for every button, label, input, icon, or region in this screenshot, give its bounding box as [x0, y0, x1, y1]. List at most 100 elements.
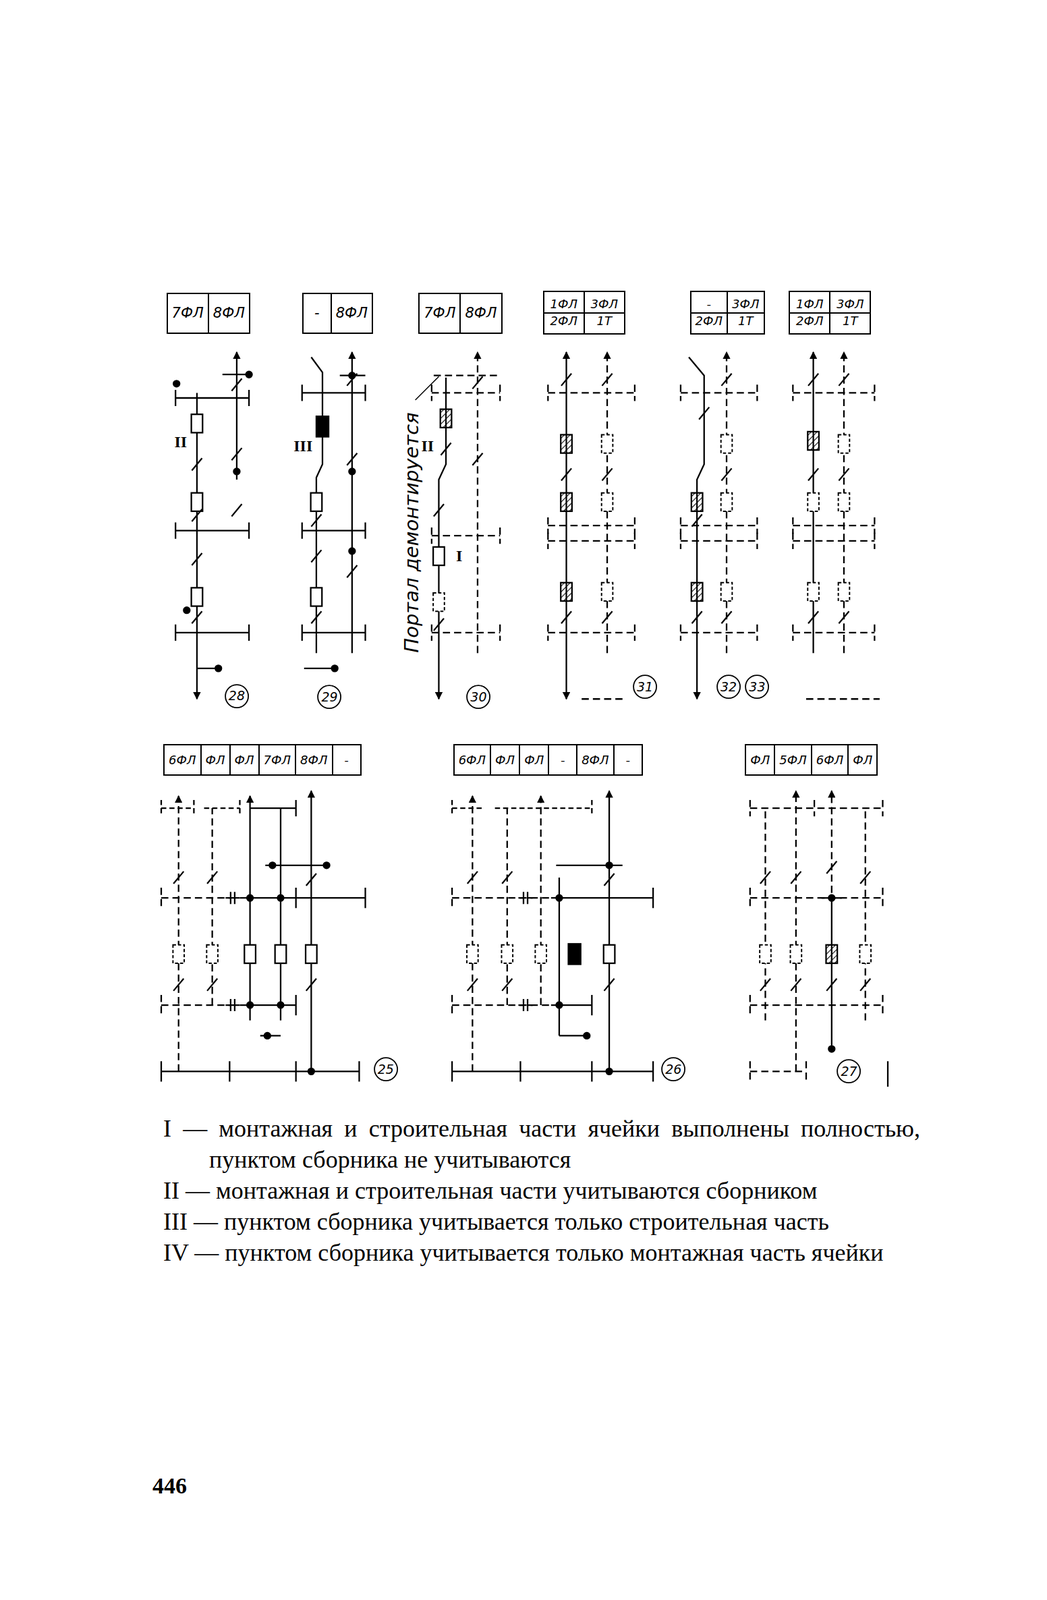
feeder-label: 1ФЛ — [544, 296, 584, 314]
scheme-32 — [680, 352, 757, 699]
feeder-label: ФЛ — [750, 752, 770, 768]
callout-number: 26 — [665, 1063, 682, 1077]
header-cell: ФЛ — [229, 744, 260, 776]
roman-numeral: II — [420, 437, 434, 455]
header-cell: ФЛ — [200, 744, 231, 776]
feeder-label: 3ФЛ — [727, 296, 763, 314]
portal-note: Портал демонтируется — [401, 412, 421, 653]
header-cell: 7ФЛ — [166, 292, 210, 334]
callout-circle: 26 — [661, 1057, 686, 1082]
callout-circle: 25 — [373, 1057, 399, 1082]
header-cell: 1ФЛ2ФЛ — [543, 290, 585, 335]
circle-shape — [837, 1059, 861, 1083]
feeder-label: 2ФЛ — [691, 313, 727, 330]
callout-number: 25 — [377, 1063, 394, 1077]
feeder-label: 6ФЛ — [816, 752, 844, 768]
callout-circle: 31 — [632, 674, 658, 699]
circle-shape — [318, 685, 342, 709]
header-cell: 8ФЛ — [576, 744, 614, 776]
note-text: II — монтажная и строительная части учит… — [163, 1175, 921, 1207]
feeder-label: 8ФЛ — [464, 304, 497, 322]
feeder-label: 2ФЛ — [789, 313, 830, 330]
header-cell: 1ФЛ2ФЛ — [788, 290, 831, 335]
feeder-label: - — [691, 296, 727, 314]
feeder-label: ФЛ — [495, 752, 515, 768]
header-table: 1ФЛ2ФЛ3ФЛ1Т — [788, 290, 871, 335]
feeder-label: 7ФЛ — [423, 304, 456, 322]
circle-shape — [717, 675, 741, 699]
header-table: 6ФЛФЛФЛ-8ФЛ- — [453, 744, 643, 776]
header-cell: ФЛ — [489, 744, 521, 776]
feeder-label: - — [560, 752, 566, 768]
circle-shape — [745, 675, 769, 699]
feeder-label: - — [625, 752, 631, 768]
circle-shape — [661, 1057, 685, 1081]
feeder-label: 3ФЛ — [830, 296, 870, 314]
header-table: -2ФЛ3ФЛ1Т — [690, 290, 766, 335]
feeder-label: 7ФЛ — [172, 304, 204, 322]
header-table: 6ФЛФЛФЛ7ФЛ8ФЛ- — [163, 744, 362, 776]
header-cell: 6ФЛ — [453, 744, 492, 776]
circle-shape — [225, 684, 249, 708]
header-table: -8ФЛ — [302, 292, 374, 334]
callout-number: 27 — [840, 1065, 857, 1079]
feeder-label: 8ФЛ — [213, 304, 245, 322]
header-cell: 6ФЛ — [810, 744, 849, 776]
callout-number: 28 — [228, 689, 245, 703]
feeder-label: ФЛ — [852, 752, 873, 768]
feeder-label: 1Т — [584, 313, 625, 330]
scheme-33 — [792, 352, 880, 699]
header-cell: - — [302, 292, 332, 334]
circle-shape — [466, 685, 490, 709]
callout-number: 33 — [748, 680, 766, 694]
note-text: III — пунктом сборника учитывается тольк… — [163, 1206, 921, 1238]
callout-number: 29 — [321, 690, 338, 704]
scheme-28 — [173, 352, 252, 699]
scheme-26 — [451, 790, 654, 1082]
note-text: IV — пунктом сборника учитывается только… — [163, 1237, 921, 1269]
roman-numeral: III — [293, 437, 313, 455]
callout-circle: 27 — [836, 1059, 861, 1084]
feeder-label: 6ФЛ — [458, 752, 486, 768]
feeder-label: 8ФЛ — [335, 304, 368, 322]
feeder-label: 2ФЛ — [544, 313, 584, 330]
feeder-label: 5ФЛ — [779, 752, 807, 768]
feeder-label: 3ФЛ — [584, 296, 625, 314]
scheme-30 — [415, 352, 501, 699]
scheme-25 — [161, 790, 366, 1082]
legend-notes: I — монтажная и строительная части ячейк… — [163, 1113, 921, 1269]
callout-number: 30 — [470, 690, 487, 704]
feeder-label: - — [314, 304, 320, 322]
callout-circle: 28 — [224, 684, 249, 709]
feeder-label: - — [344, 752, 349, 768]
page-number: 446 — [152, 1474, 187, 1498]
header-table: 7ФЛ 8ФЛ — [418, 292, 502, 334]
feeder-label: 8ФЛ — [581, 752, 609, 768]
feeder-label: ФЛ — [205, 752, 226, 768]
feeder-label: 7ФЛ — [263, 752, 291, 768]
callout-number: 31 — [636, 680, 654, 694]
feeder-label: 1ФЛ — [789, 296, 830, 314]
header-cell: ФЛ — [744, 744, 776, 776]
callout-circle: 32 — [716, 674, 741, 699]
header-cell: ФЛ — [847, 744, 878, 776]
header-cell: 7ФЛ — [258, 744, 297, 776]
feeder-label: ФЛ — [234, 752, 255, 768]
header-cell: 8ФЛ — [459, 292, 502, 334]
header-cell: -2ФЛ — [690, 290, 728, 335]
scheme-31 — [547, 352, 635, 699]
header-table: 1ФЛ2ФЛ3ФЛ1Т — [543, 290, 626, 335]
header-cell: 7ФЛ — [418, 292, 461, 334]
feeder-label: ФЛ — [524, 752, 544, 768]
header-cell: - — [613, 744, 643, 776]
header-cell: - — [331, 744, 362, 776]
feeder-label: 6ФЛ — [168, 752, 196, 768]
feeder-label: 1Т — [830, 313, 870, 330]
header-cell: ФЛ — [518, 744, 550, 776]
scheme-27 — [750, 790, 888, 1087]
callout-circle: 29 — [317, 684, 342, 710]
header-cell: 5ФЛ — [773, 744, 812, 776]
scheme-29 — [302, 352, 366, 672]
